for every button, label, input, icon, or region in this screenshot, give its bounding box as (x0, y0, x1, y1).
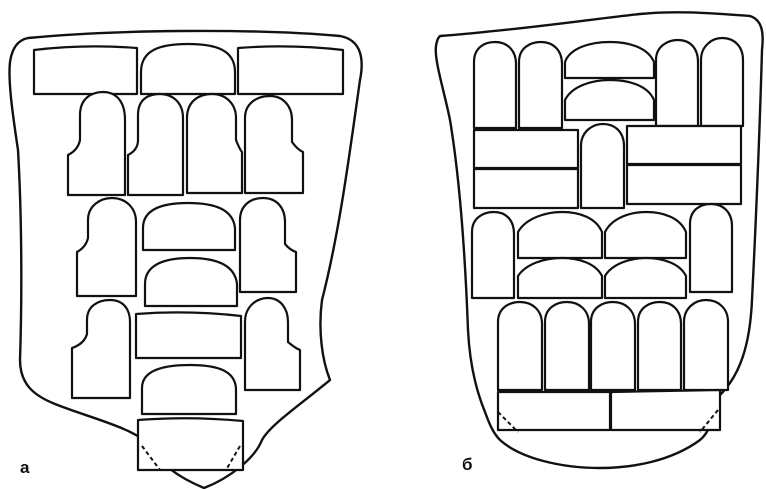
panel-a-piece-row2-4 (245, 96, 303, 193)
panel-b-piece-base-left (498, 392, 610, 430)
panel-b (436, 12, 763, 468)
panel-b-label: б (462, 455, 473, 475)
panel-a-piece-bottom (138, 418, 243, 470)
panel-b-piece-top-4 (701, 38, 743, 126)
panel-b-piece-top-2 (519, 42, 562, 128)
panel-a-piece-row6-center (142, 365, 236, 414)
panel-b-piece-top-center-2 (565, 80, 654, 120)
panel-b-piece-mid-left-lower (474, 169, 578, 208)
panel-a-piece-row3-left (77, 198, 136, 296)
panel-a-label: а (20, 458, 29, 478)
panel-b-piece-top-center-1 (565, 42, 654, 78)
panel-b-piece-low-arch-1 (518, 212, 602, 258)
panel-b-piece-bottom-5 (684, 300, 728, 390)
panel-b-piece-bottom-1 (498, 302, 542, 390)
panel-b-piece-mid-left-upper (474, 130, 578, 168)
panel-b-piece-top-3 (656, 40, 698, 126)
panel-a-piece-row2-3 (187, 94, 242, 193)
panel-a (9, 31, 361, 488)
panel-b-piece-low-arch-2 (605, 212, 686, 258)
panel-b-piece-mid-right-upper (627, 126, 741, 164)
panel-b-piece-low-left (472, 212, 514, 298)
panel-b-piece-low-arch-3 (518, 258, 602, 298)
panel-b-piece-bottom-4 (638, 302, 681, 390)
panel-b-piece-low-right (690, 204, 732, 292)
panel-a-piece-top-left (34, 46, 137, 94)
panel-b-piece-mid-center (581, 124, 624, 208)
panel-b-piece-base-right (611, 390, 720, 430)
panel-a-piece-row3-right (240, 198, 296, 292)
panel-b-piece-mid-right-lower (627, 165, 741, 204)
panel-a-piece-row3-center (143, 203, 235, 250)
panel-b-piece-top-1 (474, 42, 516, 128)
panel-a-piece-row5-right (245, 298, 300, 390)
panel-a-piece-row2-2 (128, 94, 183, 195)
panel-b-piece-bottom-2 (545, 302, 589, 390)
panel-a-piece-row5-center (136, 312, 241, 358)
panel-a-piece-top-right (238, 46, 343, 94)
panel-a-piece-row4-center (145, 258, 237, 306)
panel-a-piece-row2-1 (68, 92, 125, 195)
panel-a-piece-row5-left (72, 300, 130, 398)
panel-b-piece-low-arch-4 (605, 258, 686, 298)
panel-a-piece-top-center (141, 44, 235, 94)
panel-b-piece-bottom-3 (591, 302, 635, 390)
